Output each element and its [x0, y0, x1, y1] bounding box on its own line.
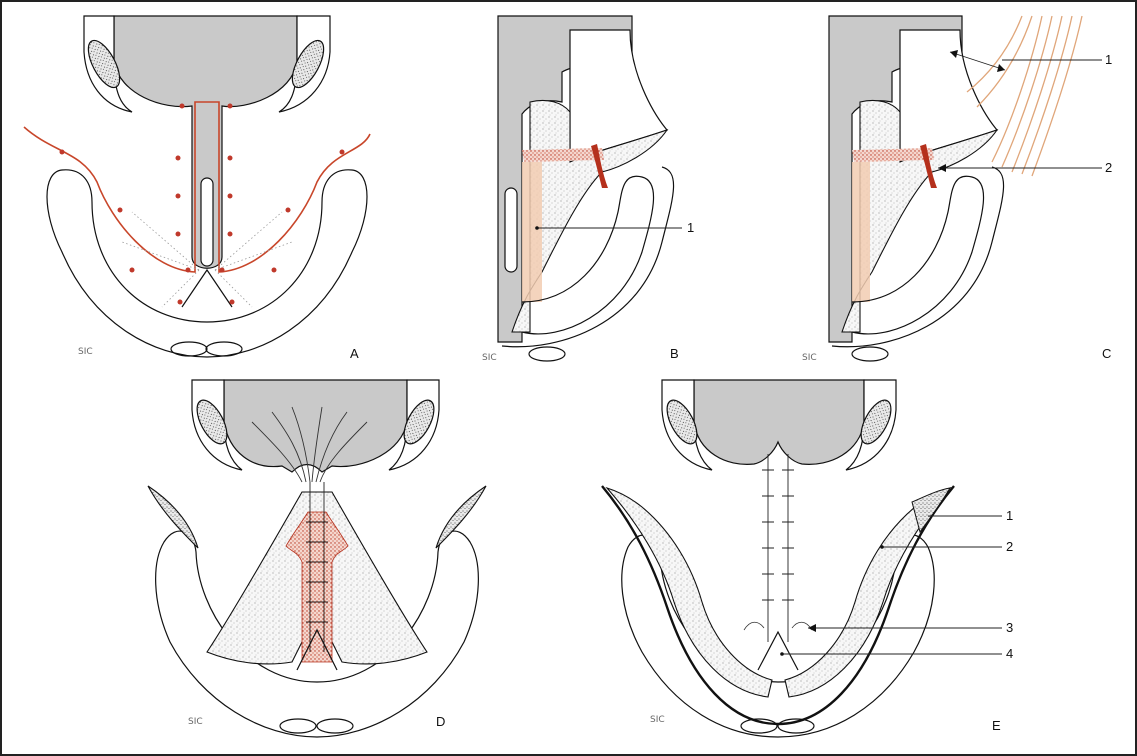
panel-d-scale-mark: SIC [188, 717, 203, 727]
panel-e-leader-2-dot [880, 545, 884, 549]
panel-c-letter: C [1102, 346, 1111, 361]
panel-c: 1 2 SIC C [802, 16, 1112, 363]
panel-b-red-band [522, 148, 604, 162]
panel-d-right-wing [436, 486, 486, 548]
panel-b: 1 SIC B [482, 16, 694, 363]
panel-d: SIC D [148, 380, 486, 737]
panel-c-callout-2: 2 [1105, 160, 1112, 175]
panel-e-suture-ladder [762, 454, 794, 642]
panel-e: 1 2 3 4 SIC E [602, 380, 1013, 737]
panel-c-scale-mark: SIC [802, 353, 817, 363]
panel-a-bottom-oval-left [171, 342, 207, 356]
panel-c-muscle-fibres [967, 16, 1082, 176]
panel-e-scale-mark: SIC [650, 715, 665, 725]
panel-e-callout-2: 2 [1006, 539, 1013, 554]
panel-e-gray-head [694, 380, 864, 464]
panel-c-tan-band [852, 162, 870, 302]
panel-a-v-notch [182, 270, 232, 307]
panel-d-bottom-oval-left [280, 719, 316, 733]
panel-e-v-notch [758, 632, 798, 670]
panel-a-letter: A [350, 346, 359, 361]
panel-e-callout-4: 4 [1006, 646, 1013, 661]
panel-e-arrowhead-3 [808, 624, 816, 632]
panel-e-callout-3: 3 [1006, 620, 1013, 635]
panel-b-leader-dot [535, 226, 539, 230]
panel-e-left-stippled-wing [607, 488, 772, 697]
panel-d-gray-head [224, 380, 407, 472]
panel-e-callout-1: 1 [1006, 508, 1013, 523]
panel-b-bottom-oval [529, 347, 565, 361]
panel-c-arrowhead-b [997, 64, 1005, 72]
panel-e-small-arches [744, 622, 812, 630]
panel-c-bottom-oval [852, 347, 888, 361]
panel-a-slit [201, 178, 213, 266]
panel-d-letter: D [436, 714, 445, 729]
panel-a-scale-mark: SIC [78, 347, 93, 357]
panel-b-tan-band [522, 162, 542, 302]
panel-b-scale-mark: SIC [482, 353, 497, 363]
panel-b-slit [505, 188, 517, 272]
panel-d-bottom-oval-right [317, 719, 353, 733]
panel-e-letter: E [992, 718, 1001, 733]
panel-b-callout-1: 1 [687, 220, 694, 235]
panel-a-bottom-oval-right [206, 342, 242, 356]
panel-b-letter: B [670, 346, 679, 361]
panel-c-callout-1: 1 [1105, 52, 1112, 67]
panel-e-leader-4-dot [780, 652, 784, 656]
panel-d-left-wing [148, 486, 198, 548]
panel-a: SIC A [24, 16, 370, 361]
